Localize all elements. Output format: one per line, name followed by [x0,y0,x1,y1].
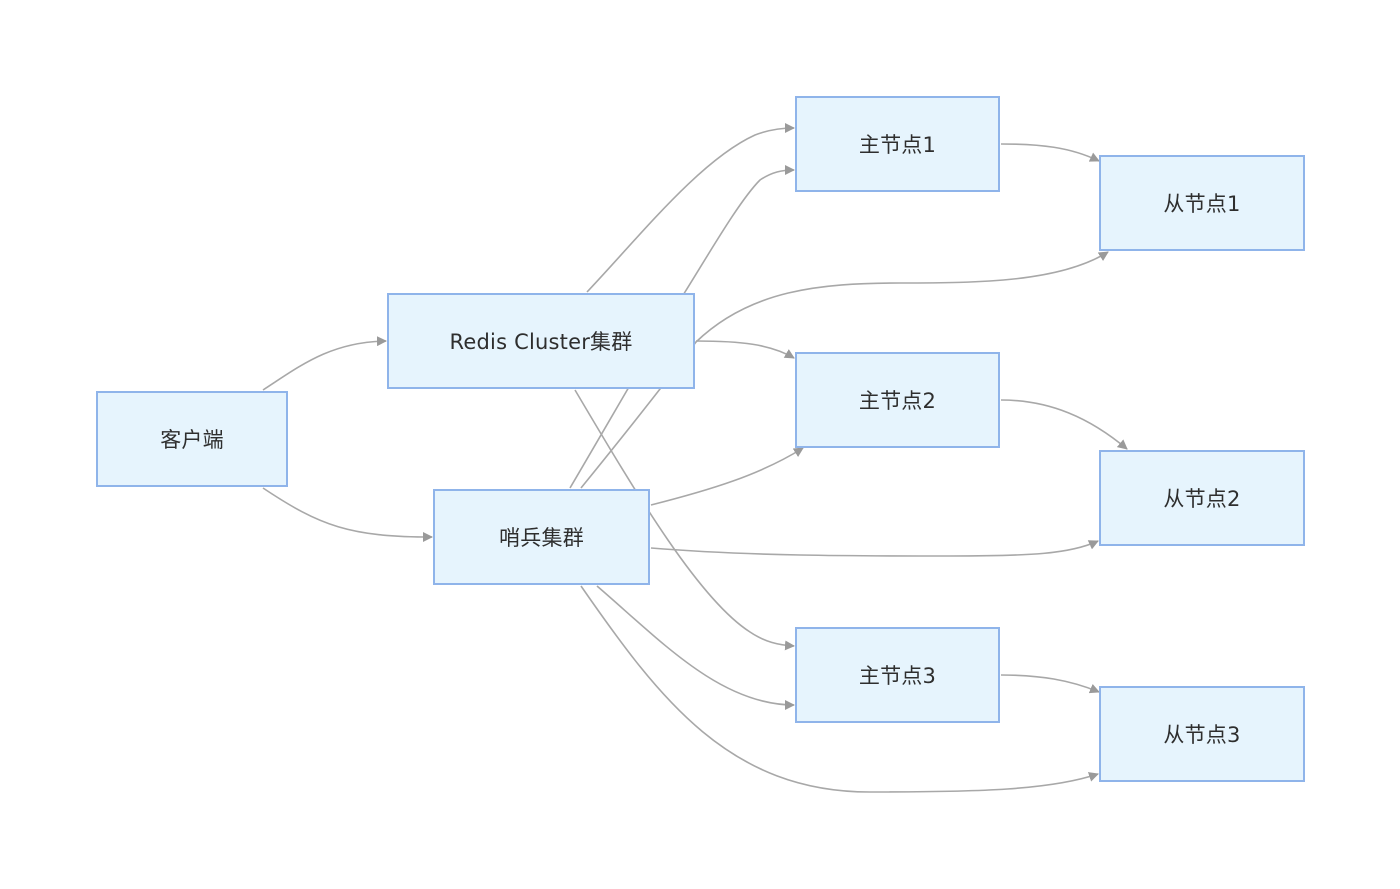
node-slave3: 从节点3 [1099,686,1305,782]
node-redis-cluster-label: Redis Cluster集群 [449,330,633,354]
edge-sentinel-to-master1 [569,165,795,489]
node-client-label: 客户端 [160,428,224,452]
node-slave2-label: 从节点2 [1163,487,1241,511]
edge-sentinel-to-master3 [596,585,795,710]
edge-sentinel-to-slave1 [580,251,1109,489]
edge-redis-cluster-to-master3 [574,389,795,651]
node-master1: 主节点1 [795,96,1000,192]
node-redis-cluster: Redis Cluster集群 [387,293,695,389]
edge-redis-cluster-to-master1 [586,123,795,293]
edge-master1-to-slave1 [1000,143,1100,162]
node-master3-label: 主节点3 [858,664,937,688]
edge-master2-to-slave2 [1000,399,1128,450]
edge-client-to-redis-cluster [262,336,387,391]
edge-redis-cluster-to-master2 [695,340,795,359]
node-sentinel-cluster-label: 哨兵集群 [499,526,584,550]
node-sentinel-cluster: 哨兵集群 [433,489,650,585]
edge-client-to-sentinel [262,487,433,542]
node-master3: 主节点3 [795,627,1000,723]
node-slave3-label: 从节点3 [1163,723,1241,747]
node-client: 客户端 [96,391,288,487]
edge-sentinel-to-slave2 [650,540,1099,557]
edge-sentinel-to-slave3 [580,585,1099,793]
node-master2-label: 主节点2 [858,389,937,413]
edge-master3-to-slave3 [1000,674,1100,694]
node-slave1-label: 从节点1 [1163,192,1241,216]
node-slave2: 从节点2 [1099,450,1305,546]
node-master2: 主节点2 [795,352,1000,448]
node-slave1: 从节点1 [1099,155,1305,251]
edge-sentinel-to-master2 [650,447,804,506]
node-master1-label: 主节点1 [858,133,937,157]
